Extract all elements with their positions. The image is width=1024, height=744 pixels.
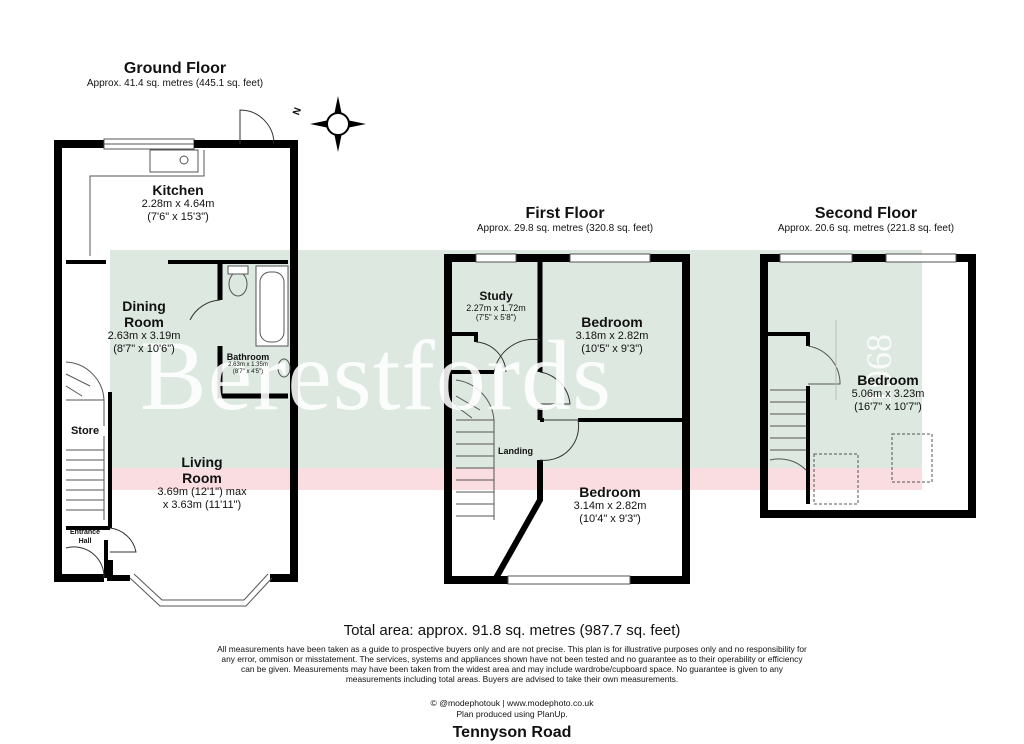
room-name: Bedroom — [857, 372, 919, 388]
room-name: Bedroom — [579, 484, 641, 500]
second-floor-area: Approx. 20.6 sq. metres (221.8 sq. feet) — [777, 223, 955, 234]
ground-floor-area: Approx. 41.4 sq. metres (445.1 sq. feet) — [86, 78, 264, 89]
credits-line1: © @modephotouk | www.modephoto.co.uk — [430, 698, 594, 708]
room-dim-metric: 2.27m x 1.72m — [466, 303, 526, 313]
room-name: Kitchen — [152, 182, 204, 198]
room-dim-imperial: (16'7" x 10'7") — [854, 401, 922, 413]
property-address: Tennyson Road — [452, 724, 572, 741]
room-name-line2: Room — [124, 314, 164, 330]
room-landing: Landing — [498, 446, 533, 456]
room-entrance-hall: Entrance Hall — [62, 528, 108, 546]
disclaimer-line: any error, ommison or misstatement. The … — [221, 654, 803, 664]
total-area: Total area: approx. 91.8 sq. metres (987… — [343, 622, 681, 639]
ground-stairs — [65, 361, 105, 520]
room-dim-imperial: (10'5" x 9'3") — [581, 343, 643, 355]
room-dim-metric: 3.14m x 2.82m — [573, 500, 647, 512]
room-dim-metric: 3.18m x 2.82m — [575, 330, 649, 342]
watermark-text: Berestfords — [140, 320, 612, 431]
room-name: Landing — [498, 446, 533, 456]
room-dim-metric: 2.28m x 4.64m — [141, 198, 215, 210]
room-dining: Dining Room 2.63m x 3.19m (8'7" x 10'6") — [84, 298, 204, 356]
room-dim-line1: 3.69m (12'1") max — [157, 486, 247, 498]
room-kitchen: Kitchen 2.28m x 4.64m (7'6" x 15'3") — [98, 182, 258, 224]
room-name: Bathroom — [226, 352, 270, 362]
room-name: Study — [479, 289, 513, 303]
credits: © @modephotouk | www.modephoto.co.uk Pla… — [360, 698, 664, 720]
first-floor-title: First Floor — [525, 205, 605, 222]
room-name-line1: Entrance — [70, 529, 100, 536]
first-floor-doors — [475, 338, 580, 461]
first-floor-area: Approx. 29.8 sq. metres (320.8 sq. feet) — [476, 223, 654, 234]
room-dim-imperial: (7'6" x 15'3") — [147, 211, 209, 223]
room-name-line2: Room — [182, 470, 222, 486]
disclaimer-line: measurements including total areas. Buye… — [345, 674, 679, 684]
room-bathroom: Bathroom 2.63m x 1.35m (8'7" x 4'5") — [222, 352, 274, 376]
disclaimer-line: All measurements have been taken as a gu… — [217, 644, 807, 654]
room-dim-metric: 2.63m x 1.35m — [228, 362, 268, 368]
room-dim-imperial: (8'7" x 10'6") — [113, 343, 175, 355]
watermark-pink-band — [110, 468, 922, 490]
room-dim-imperial: (8'7" x 4'5") — [232, 369, 264, 375]
ground-floor-walls — [54, 140, 298, 582]
room-dim-metric: 2.63m x 3.19m — [107, 330, 181, 342]
compass-drawing — [310, 96, 366, 152]
ground-floor-header: Ground Floor Approx. 41.4 sq. metres (44… — [60, 60, 290, 89]
room-dim-metric: 5.06m x 3.23m — [851, 388, 925, 400]
room-name-line1: Dining — [122, 298, 166, 314]
room-living: Living Room 3.69m (12'1") max x 3.63m (1… — [122, 454, 282, 512]
credits-line2: Plan produced using PlanUp. — [456, 709, 568, 719]
room-name-line2: Hall — [78, 538, 92, 545]
bay-window — [129, 573, 273, 607]
watermark-band — [110, 250, 922, 468]
second-floor-walls — [760, 254, 976, 518]
second-floor-fixtures — [769, 320, 933, 505]
room-bedroom-2: Bedroom 3.14m x 2.82m (10'4" x 9'3") — [548, 484, 672, 526]
second-floor-header: Second Floor Approx. 20.6 sq. metres (22… — [750, 205, 982, 234]
room-bedroom-1: Bedroom 3.18m x 2.82m (10'5" x 9'3") — [550, 314, 674, 356]
room-store: Store — [64, 425, 106, 437]
room-second-bedroom: Bedroom 5.06m x 3.23m (16'7" x 10'7") — [828, 372, 948, 414]
ground-floor-title: Ground Floor — [123, 60, 227, 77]
room-dim-imperial: (7'5" x 5'8") — [475, 313, 517, 322]
first-floor-stairs — [455, 379, 495, 520]
kitchen-window — [103, 138, 195, 150]
room-name: Bedroom — [581, 314, 643, 330]
room-name-line1: Living — [181, 454, 223, 470]
room-dim-imperial: (10'4" x 9'3") — [579, 513, 641, 525]
disclaimer: All measurements have been taken as a gu… — [160, 644, 864, 684]
room-dim-line2: x 3.63m (11'11") — [162, 499, 242, 511]
second-floor-title: Second Floor — [814, 205, 918, 222]
first-floor-windows — [475, 253, 651, 585]
room-study: Study 2.27m x 1.72m (7'5" x 5'8") — [456, 289, 536, 323]
second-floor-windows — [779, 253, 957, 263]
first-floor-header: First Floor Approx. 29.8 sq. metres (320… — [450, 205, 680, 234]
disclaimer-line: can be given. Measurements may have been… — [241, 664, 783, 674]
first-floor-walls — [444, 254, 690, 584]
room-name: Store — [70, 425, 100, 437]
